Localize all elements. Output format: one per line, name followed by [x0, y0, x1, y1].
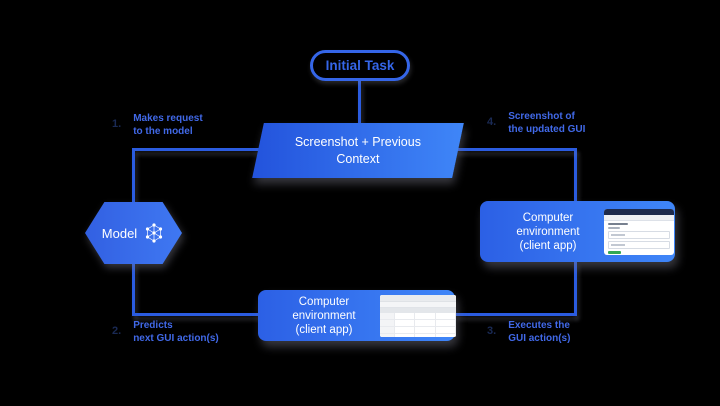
step-3-text-line2: GUI action(s)	[508, 333, 571, 344]
step-2-text-line2: next GUI action(s)	[133, 333, 219, 344]
connector-back-to-context	[455, 148, 576, 151]
step-3-text: Executes the GUI action(s)	[508, 319, 570, 345]
step-4-text: Screenshot of the updated GUI	[508, 110, 585, 136]
connector-env-right-up	[574, 148, 577, 202]
step-4-label: 4. Screenshot of the updated GUI	[487, 110, 585, 136]
connector-context-to-left	[133, 148, 260, 151]
spreadsheet-screenshot-thumbnail	[380, 294, 456, 337]
context-label-line2: Context	[336, 151, 380, 166]
step-4-number: 4.	[487, 116, 497, 128]
step-4-text-line1: Screenshot of	[508, 111, 575, 122]
thumb-sheet-titlebar	[380, 294, 456, 302]
step-1-label: 1. Makes request to the model	[112, 112, 203, 138]
connector-up-to-env-right	[574, 261, 577, 316]
connector-task-to-context	[358, 81, 361, 125]
thumb-app-navbar	[604, 214, 674, 221]
thumb-app-form-field	[608, 240, 670, 249]
connector-to-env-bottom	[132, 313, 260, 316]
env-bottom-node: Computer environment (client app)	[258, 290, 456, 341]
connector-left-down-to-model	[132, 148, 135, 205]
network-icon	[146, 223, 163, 243]
step-2-text: Predicts next GUI action(s)	[133, 319, 219, 345]
thumb-sheet-row	[380, 319, 456, 327]
step-2-number: 2.	[112, 325, 122, 337]
step-3-text-line1: Executes the	[508, 320, 570, 331]
env-right-node: Computer environment (client app)	[480, 201, 675, 262]
thumb-app-text-line	[608, 226, 620, 229]
step-2-label: 2. Predicts next GUI action(s)	[112, 319, 219, 345]
thumb-sheet-row	[380, 326, 456, 334]
env-right-label: Computer environment (client app)	[492, 211, 604, 253]
initial-task-node: Initial Task	[310, 50, 410, 81]
step-1-text-line2: to the model	[133, 126, 193, 137]
thumb-sheet-header-row	[380, 307, 456, 313]
step-1-number: 1.	[112, 118, 122, 130]
model-label: Model	[101, 225, 138, 241]
env-right-label-line2: (client app)	[519, 239, 577, 252]
context-label-line1: Screenshot + Previous	[294, 134, 422, 149]
step-1-text-line1: Makes request	[133, 113, 203, 124]
env-bottom-label-line1: Computer environment	[292, 295, 356, 322]
thumb-sheet-row	[380, 312, 456, 320]
step-2-text-line1: Predicts	[133, 320, 173, 331]
step-3-number: 3.	[487, 325, 497, 337]
thumb-sheet-toolbar	[380, 301, 456, 308]
step-3-label: 3. Executes the GUI action(s)	[487, 319, 570, 345]
context-label: Screenshot + Previous Context	[258, 134, 458, 168]
thumb-app-form-field	[608, 230, 670, 239]
env-bottom-label-line2: (client app)	[295, 323, 353, 336]
context-node: Screenshot + Previous Context	[252, 123, 464, 178]
model-node: Model	[85, 202, 182, 264]
thumb-app-titlebar	[604, 208, 674, 215]
thumb-app-text-line	[608, 222, 628, 225]
env-right-label-line1: Computer environment	[516, 211, 580, 238]
step-1-text: Makes request to the model	[133, 112, 202, 138]
thumb-sheet-row	[380, 333, 456, 337]
step-4-text-line2: the updated GUI	[508, 124, 586, 135]
thumb-app-body	[604, 221, 674, 255]
connector-env-bottom-to-right	[455, 313, 576, 316]
connector-model-down	[132, 262, 135, 316]
initial-task-label: Initial Task	[325, 58, 395, 73]
env-bottom-label: Computer environment (client app)	[268, 295, 380, 337]
web-app-screenshot-thumbnail	[604, 208, 674, 255]
thumb-app-green-button	[608, 250, 621, 254]
